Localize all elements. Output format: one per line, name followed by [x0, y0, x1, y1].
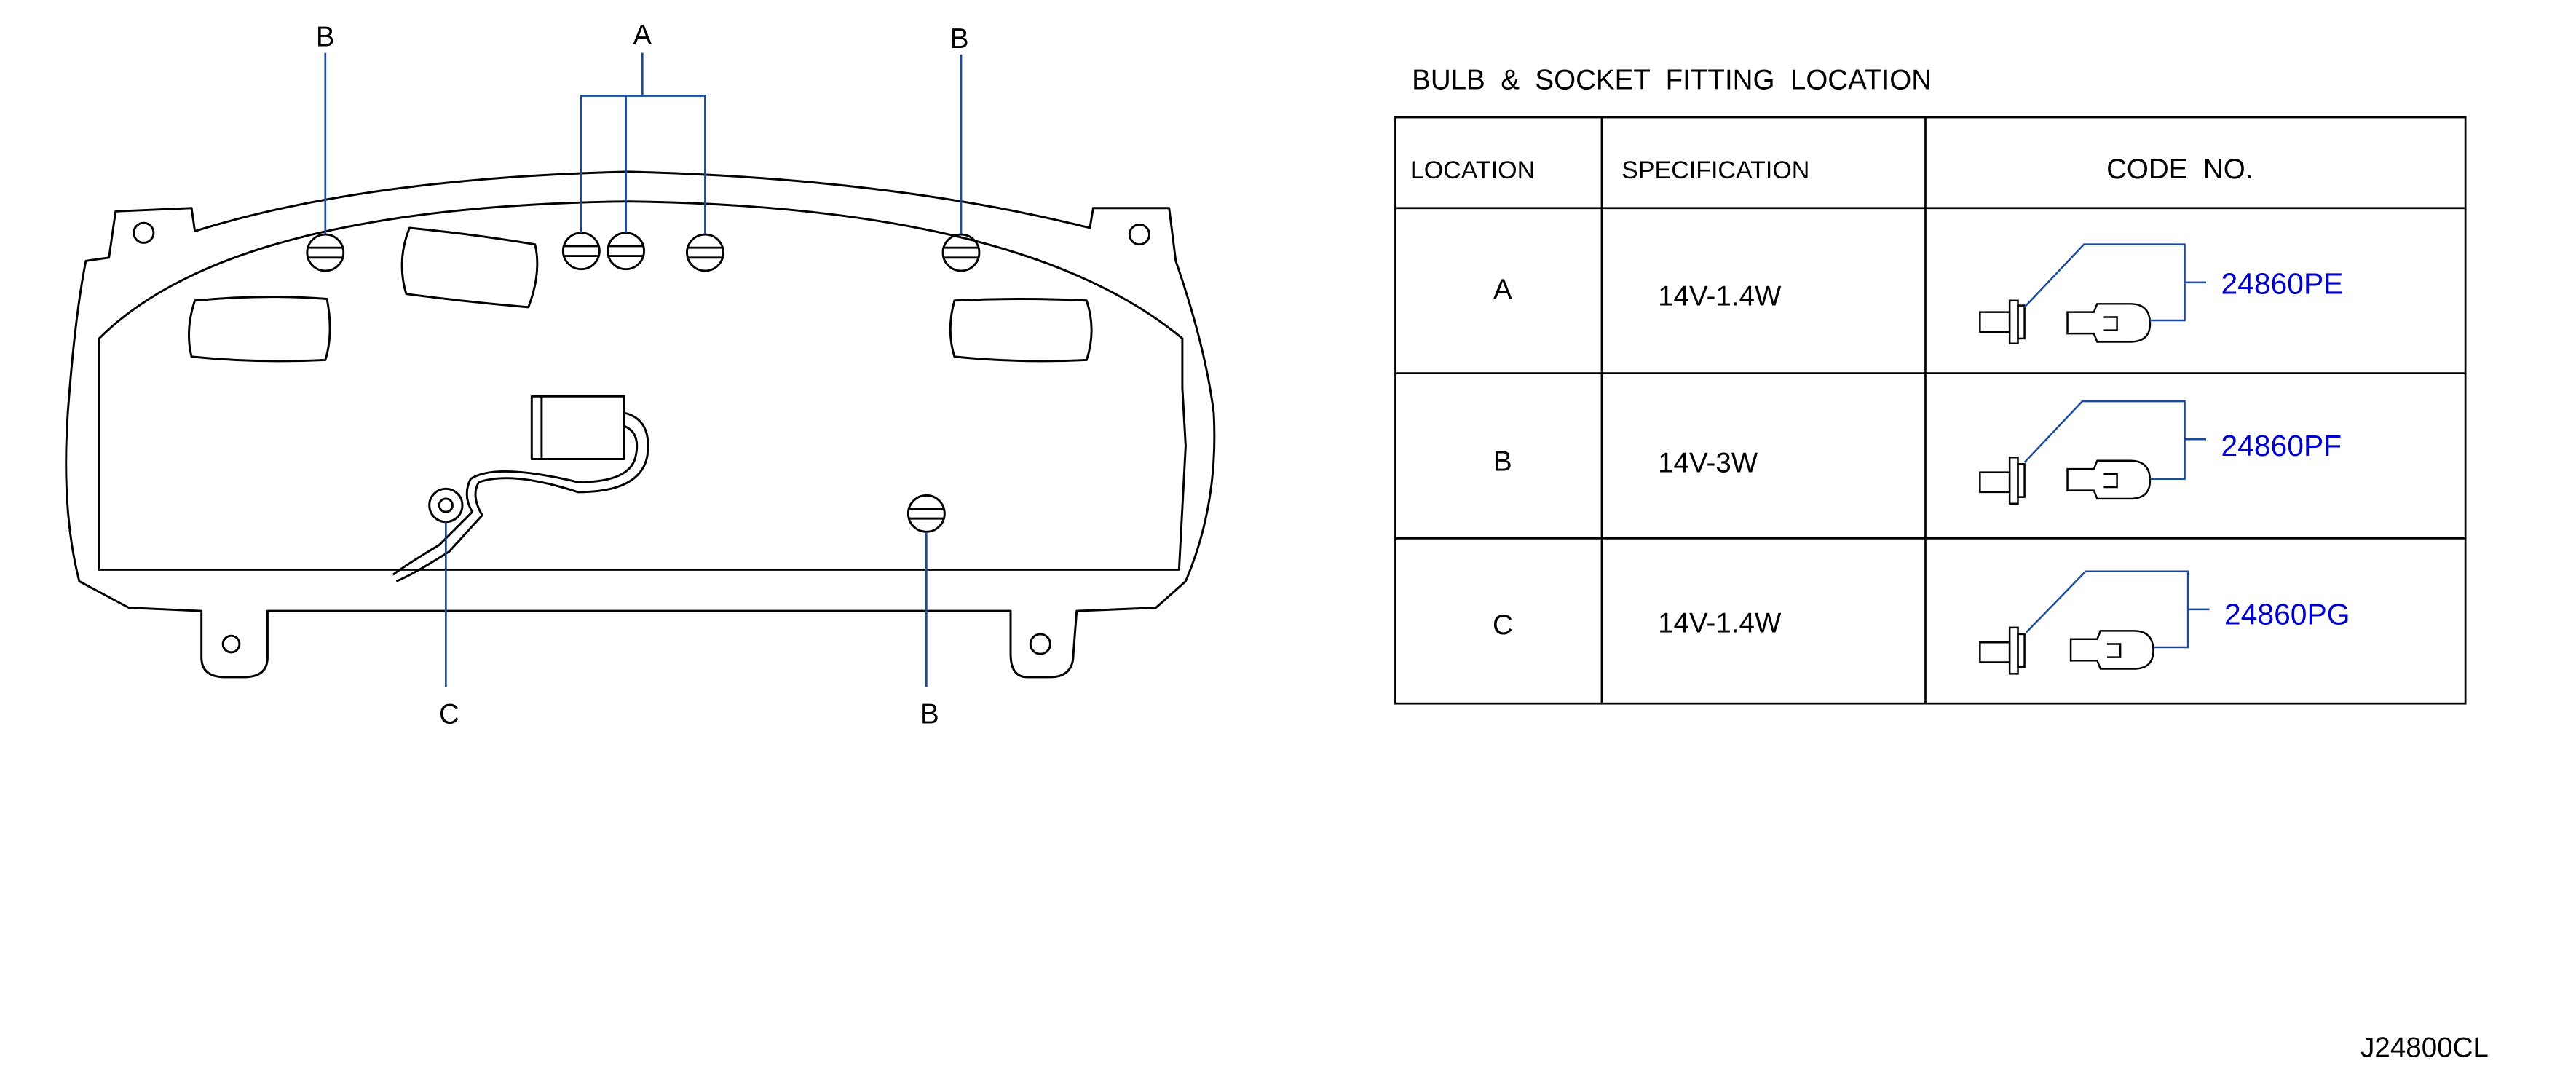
connector-block: [530, 395, 625, 460]
row-b-location: B: [1493, 446, 1512, 477]
header-specification: SPECIFICATION: [1621, 157, 1809, 184]
opening-right: [949, 298, 1093, 363]
row-c-specification: 14V-1.4W: [1658, 608, 1782, 639]
row-a-specification: 14V-1.4W: [1658, 281, 1782, 312]
mount-hole-top-right: [1128, 223, 1151, 246]
row-b-parts: [1979, 400, 2207, 505]
row-a-location: A: [1493, 275, 1512, 306]
cluster-housing-outline: [65, 170, 1216, 679]
callout-b-top-left: B: [316, 22, 335, 53]
socket-b-top-left: [306, 233, 345, 272]
header-code-no: CODE NO.: [2106, 154, 2253, 185]
socket-b-top-right: [941, 233, 981, 272]
opening-left: [188, 296, 331, 363]
callout-c: C: [439, 698, 459, 730]
socket-a-1: [561, 232, 601, 271]
table-title: BULB & SOCKET FITTING LOCATION: [1412, 64, 1932, 95]
wedge-bulb-icon: [2069, 630, 2154, 670]
wedge-bulb-icon: [2066, 459, 2152, 500]
wedge-bulb-icon: [2066, 303, 2152, 343]
callout-a: A: [633, 20, 652, 51]
opening-center-top: [400, 226, 539, 309]
bulb-socket-icon: [1979, 456, 2026, 505]
leader-row-b: [2023, 400, 2207, 480]
diagram-reference: J24800CL: [2360, 1032, 2489, 1064]
instrument-cluster-back: [65, 170, 1216, 679]
leader-row-c: [2025, 570, 2210, 649]
callout-b-bottom: B: [920, 698, 939, 730]
socket-a-2: [607, 232, 645, 271]
bulb-socket-icon: [1979, 299, 2026, 344]
mount-hole-bottom-right: [1029, 633, 1051, 655]
row-c-parts: [1979, 570, 2210, 675]
row-a-parts: [1979, 243, 2207, 344]
row-c-location: C: [1493, 609, 1513, 641]
fitting-table: [1394, 116, 2467, 705]
row-a-code: 24860PE: [2221, 267, 2343, 301]
mount-hole-bottom-left: [221, 634, 241, 654]
socket-c: [428, 487, 464, 524]
cluster-inner-rim: [98, 200, 1187, 571]
socket-b-bottom: [906, 494, 946, 533]
wire-harness: [395, 411, 649, 582]
socket-a-3: [686, 233, 724, 272]
mount-hole-top-left: [133, 221, 155, 244]
row-b-specification: 14V-3W: [1658, 448, 1758, 479]
row-c-code: 24860PG: [2224, 597, 2350, 631]
bulb-socket-icon: [1979, 626, 2026, 675]
callout-b-top-right: B: [950, 23, 969, 55]
leader-row-a: [2023, 243, 2207, 322]
leader-lines: [324, 52, 963, 687]
row-b-code: 24860PF: [2221, 429, 2342, 462]
header-location: LOCATION: [1410, 157, 1535, 184]
leader-a-branches: [580, 95, 706, 235]
